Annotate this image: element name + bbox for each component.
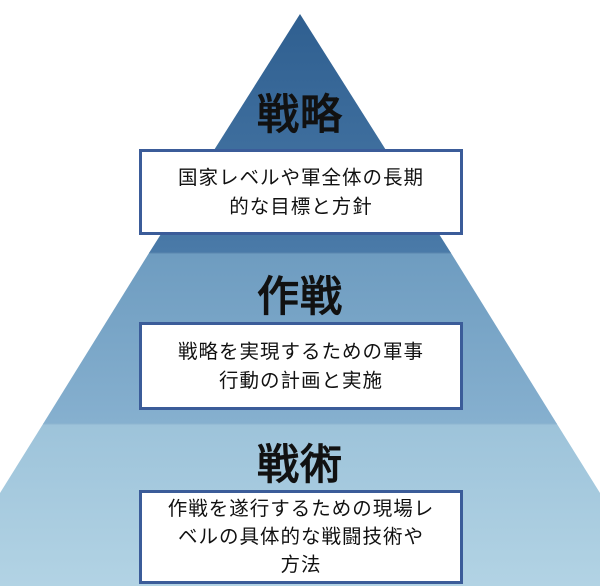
tier-description-tactics: 作戦を遂行するための現場レ ベルの具体的な戦闘技術や 方法	[139, 490, 463, 584]
tier-description-strategy: 国家レベルや軍全体の長期 的な目標と方針	[139, 149, 463, 235]
tier-title-strategy: 戦略	[256, 90, 343, 139]
tier-description-operations: 戦略を実現するための軍事 行動の計画と実施	[139, 322, 463, 410]
description-line: 的な目標と方針	[229, 195, 373, 218]
description-line: 行動の計画と実施	[218, 369, 383, 392]
description-line: 作戦を遂行するための現場レ	[167, 497, 435, 520]
description-line: 国家レベルや軍全体の長期	[177, 166, 424, 189]
tier-title-operations: 作戦	[256, 272, 343, 321]
tier-title-tactics: 戦術	[256, 440, 343, 489]
description-line: ベルの具体的な戦闘技術や	[177, 525, 424, 548]
description-line: 戦略を実現するための軍事	[177, 340, 424, 363]
description-line: 方法	[280, 553, 322, 576]
